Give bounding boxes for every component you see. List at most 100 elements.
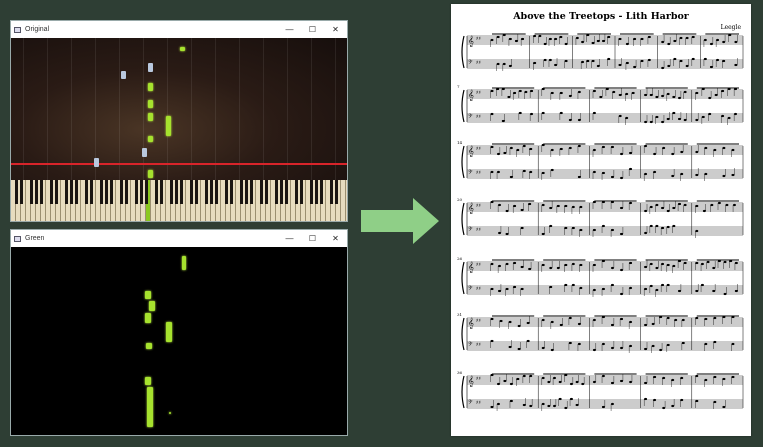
note-head (625, 116, 629, 120)
note-head (529, 404, 533, 408)
note-head (502, 33, 506, 37)
note-head (734, 87, 738, 91)
note-head (599, 95, 603, 99)
brace (461, 35, 465, 69)
note-head (496, 152, 500, 156)
original-titlebar[interactable]: Original — ☐ ✕ (11, 21, 347, 38)
note-head (564, 373, 568, 377)
note-head (529, 170, 533, 174)
close-icon[interactable]: ✕ (332, 234, 339, 243)
note-head (713, 148, 717, 152)
note-head (592, 380, 596, 384)
green-note (145, 313, 151, 323)
note-head (509, 146, 513, 150)
note-head (508, 345, 512, 349)
note-head (717, 259, 721, 263)
maximize-icon[interactable]: ☐ (308, 234, 317, 243)
black-key (224, 180, 228, 204)
note-head (644, 144, 648, 148)
black-key (174, 180, 178, 204)
note-head (513, 204, 517, 208)
key-signature: ♯♯ (476, 400, 481, 406)
note-head (550, 91, 554, 95)
note-head (695, 150, 699, 154)
note-head (607, 57, 611, 61)
note-head (727, 116, 731, 120)
note-head (671, 174, 675, 178)
note-head (571, 262, 575, 266)
note-head (592, 148, 596, 152)
note-head (490, 287, 494, 291)
note-head (666, 209, 670, 213)
note-head (702, 209, 706, 213)
note-head (490, 317, 494, 321)
note-head (577, 144, 581, 148)
note-head (629, 344, 633, 348)
note-head (680, 150, 684, 154)
left-hand-note (121, 71, 126, 79)
note-head (568, 118, 572, 122)
note-head (695, 374, 699, 378)
white-key (146, 180, 151, 221)
green-titlebar[interactable]: Green — ☐ ✕ (11, 230, 347, 247)
note-head (529, 374, 533, 378)
piano-keyboard (11, 180, 347, 221)
grand-staff-system: 20𝄞♯♯𝄢♯♯ (457, 197, 744, 238)
synthesia-view (11, 38, 347, 221)
note-head (659, 348, 663, 352)
note-head (620, 206, 624, 210)
note-head (592, 111, 596, 115)
note-head (713, 375, 717, 379)
note-head (610, 266, 614, 270)
maximize-icon[interactable]: ☐ (308, 25, 317, 34)
black-key (14, 180, 18, 204)
note-head (549, 285, 553, 289)
note-head (685, 64, 689, 68)
note-head (528, 267, 532, 271)
note-head (618, 37, 622, 41)
black-key (169, 180, 173, 204)
note-head (490, 405, 494, 409)
note-head (571, 205, 575, 209)
bass-clef: 𝄢 (468, 59, 473, 67)
note-head (601, 287, 605, 291)
note-head (728, 33, 732, 37)
close-icon[interactable]: ✕ (332, 25, 339, 34)
note-head (727, 87, 731, 91)
note-head (516, 148, 520, 152)
note-head (564, 406, 568, 410)
note-head (581, 60, 585, 64)
note-head (575, 36, 579, 40)
note-head (520, 208, 524, 212)
bass-clef: 𝄢 (468, 285, 473, 293)
note-head (666, 117, 670, 121)
note-head (605, 87, 609, 91)
note-head (695, 399, 699, 403)
note-head (629, 151, 633, 155)
note-head (490, 38, 494, 42)
note-head (732, 203, 736, 207)
note-head (620, 152, 624, 156)
note-head (498, 264, 502, 268)
note-head (620, 176, 624, 180)
right-hand-note (148, 113, 153, 121)
note-head (640, 59, 644, 63)
black-key (64, 180, 68, 204)
white-key (196, 180, 201, 221)
brace (461, 202, 465, 236)
minimize-icon[interactable]: — (285, 234, 294, 243)
note-head (564, 42, 568, 46)
note-head (701, 87, 705, 91)
left-hand-note (94, 158, 99, 167)
lane-line (287, 38, 288, 198)
black-key (179, 180, 183, 204)
note-head (653, 398, 657, 402)
black-key (249, 180, 253, 204)
note-head (591, 59, 595, 63)
note-head (721, 114, 725, 118)
minimize-icon[interactable]: — (285, 25, 294, 34)
note-head (513, 285, 517, 289)
note-head (731, 315, 735, 319)
right-hand-note (166, 116, 171, 136)
note-head (490, 262, 494, 266)
